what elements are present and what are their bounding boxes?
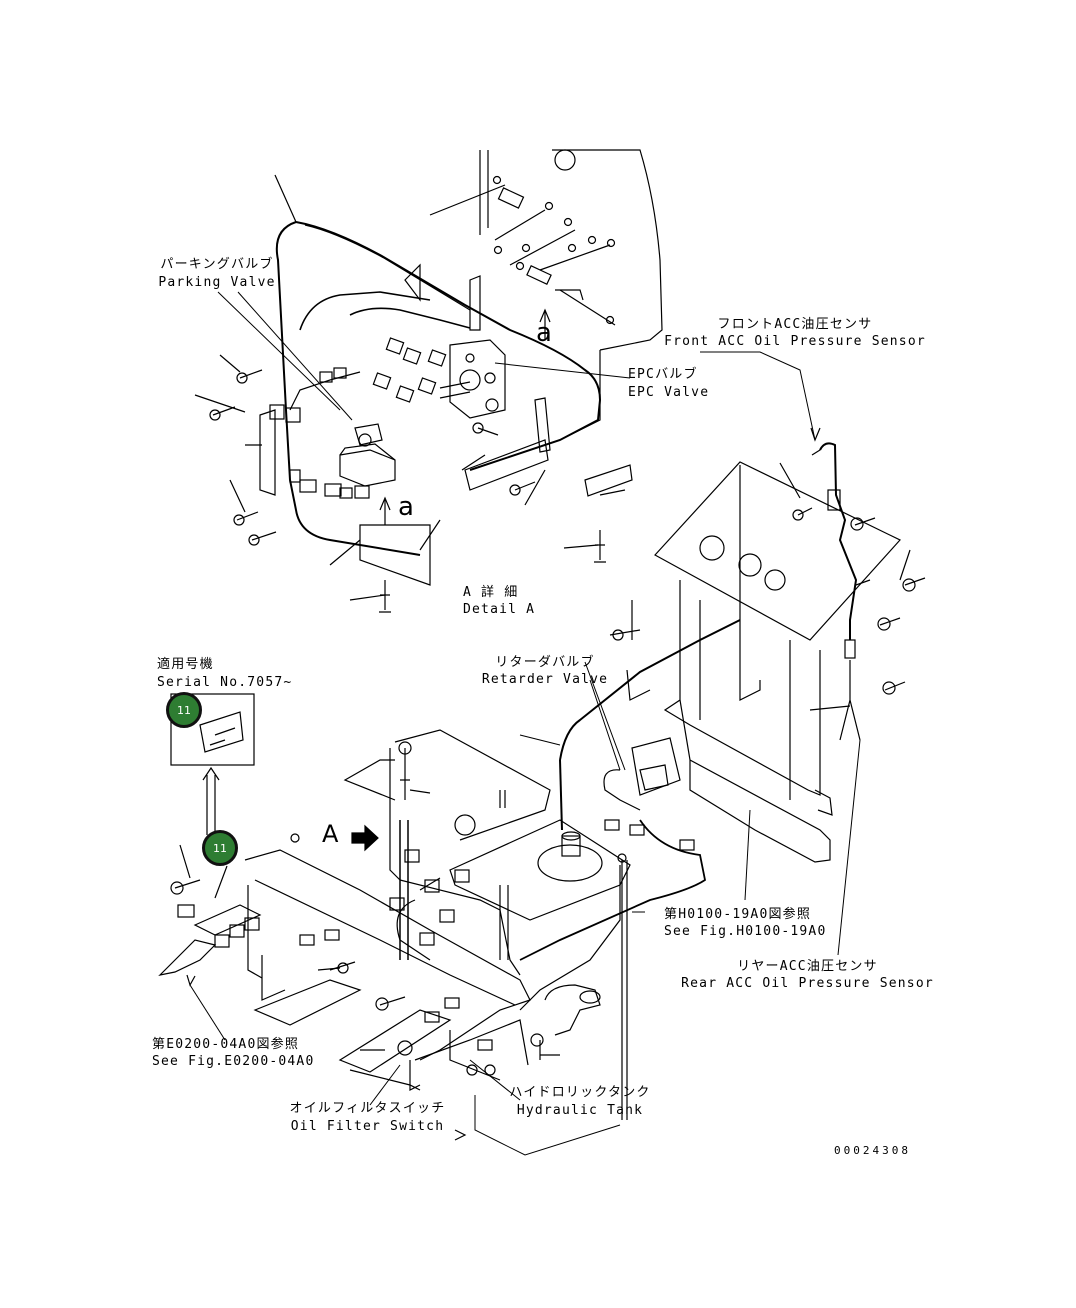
see-fig-h0100-label-jp: 第H0100-19A0図参照 [664, 907, 812, 922]
see-fig-e0200-label-en: See Fig.E0200-04A0 [152, 1054, 315, 1069]
hydraulic-tank-label-jp: ハイドロリックタンク [509, 1085, 651, 1100]
document-number: 00024308 [834, 1144, 911, 1157]
view-letter-a-main: A [322, 820, 339, 848]
callout-11-upper[interactable]: 11 [166, 692, 202, 728]
see-fig-e0200-label-jp: 第E0200-04A0図参照 [152, 1037, 300, 1052]
parking-valve-label-jp: パーキングバルブ [160, 257, 274, 272]
view-letter-a-upper: a [536, 318, 552, 348]
oil-filter-switch-label-jp: オイルフィルタスイッチ [289, 1101, 446, 1116]
serial-label-jp: 適用号機 [157, 657, 214, 672]
parking-valve-label-en: Parking Valve [158, 275, 276, 290]
view-letter-a-lower: a [398, 492, 414, 522]
front-acc-sensor-label-en: Front ACC Oil Pressure Sensor [664, 334, 926, 349]
callout-11-lower[interactable]: 11 [202, 830, 238, 866]
oil-filter-switch-label-en: Oil Filter Switch [290, 1119, 445, 1134]
acc-sensor-bracket [609, 442, 926, 956]
retarder-valve-label-jp: リターダバルブ [495, 655, 595, 670]
detail-a-label-en: Detail A [463, 602, 536, 617]
epc-valve-label-jp: EPCバルブ [628, 367, 698, 382]
see-fig-h0100-label-en: See Fig.H0100-19A0 [664, 924, 827, 939]
hydraulic-tank-label-en: Hydraulic Tank [516, 1103, 644, 1118]
serial-inset [170, 693, 255, 835]
front-acc-sensor-label-jp: フロントACC油圧センサ [717, 317, 873, 332]
detail-a-assembly [194, 149, 821, 613]
rear-acc-sensor-label-jp: リヤーACC油圧センサ [737, 959, 878, 974]
detail-a-label-jp: A 詳 細 [463, 585, 519, 600]
serial-label-en: Serial No.7057~ [157, 675, 293, 690]
epc-valve-label-en: EPC Valve [628, 385, 710, 400]
rear-acc-sensor-label-en: Rear ACC Oil Pressure Sensor [681, 976, 934, 991]
lower-frame-assembly [158, 619, 741, 1156]
retarder-valve-label-en: Retarder Valve [481, 672, 609, 687]
